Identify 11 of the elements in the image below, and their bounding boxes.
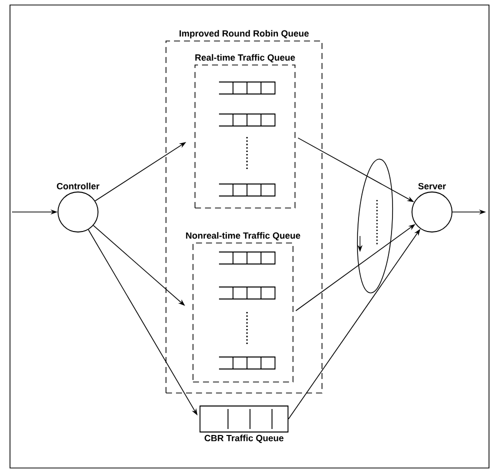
dashed-group-box: Nonreal-time Traffic Queue bbox=[186, 232, 300, 382]
node-label: CBR Traffic Queue bbox=[204, 434, 284, 443]
dashed-group-box: Real-time Traffic Queue bbox=[194, 54, 296, 208]
node-label: Server bbox=[418, 182, 446, 190]
queue-box: CBR Traffic Queue bbox=[200, 406, 288, 443]
node-label: Real-time Traffic Queue bbox=[195, 54, 295, 62]
node-label: Improved Round Robin Queue bbox=[180, 30, 309, 38]
node-label: Nonreal-time Traffic Queue bbox=[186, 232, 300, 240]
circle-node: Server bbox=[412, 182, 452, 232]
node-label: Controller bbox=[56, 182, 100, 190]
circle-node: Controller bbox=[56, 182, 100, 232]
